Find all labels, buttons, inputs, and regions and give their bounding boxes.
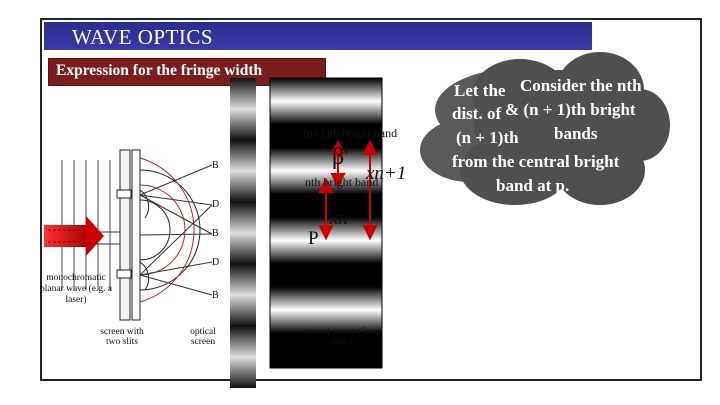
b-label-3: B xyxy=(212,290,219,301)
ray-lines xyxy=(139,164,213,296)
title-bar xyxy=(44,22,592,50)
callout-back-line-1: Let the xyxy=(454,81,506,100)
callout-line-2: & (n + 1)th bright xyxy=(505,100,636,119)
subtitle: Expression for the fringe width xyxy=(56,62,263,79)
x-n-label: xn xyxy=(330,208,348,229)
optical-screen-side xyxy=(230,78,256,388)
d-label-1: D xyxy=(212,199,220,210)
band-n1-label: (n+1)th bright band xyxy=(303,126,398,140)
screen-front-label: optical screen (front view) xyxy=(303,327,381,347)
wave-arcs xyxy=(139,157,201,303)
b-label-1: B xyxy=(212,160,219,171)
callout-back-line-3: (n + 1)th xyxy=(456,128,519,147)
slit-screen xyxy=(116,149,141,321)
beta-prime-label: β' xyxy=(332,144,349,170)
x-n-plus-1-arrow xyxy=(362,139,378,241)
page-title: WAVE OPTICS xyxy=(72,25,214,49)
d-label-2: D xyxy=(212,257,220,268)
callout-line-3: bands xyxy=(554,124,598,143)
x-n-plus-1-label: xn+1 xyxy=(366,163,407,184)
callout-line-1: Consider the nth xyxy=(520,76,642,95)
callout-back-line-2: dist. of xyxy=(452,104,502,123)
point-p-label: P xyxy=(308,228,319,249)
laser-arrow xyxy=(44,216,104,256)
b-label-2: B xyxy=(212,228,219,239)
optical-screen-label: optical screen xyxy=(190,327,216,347)
callout-cloud-front xyxy=(460,52,670,205)
band-n-label: nth bright band xyxy=(305,175,379,189)
source-label: monochromatic planar wave (e.g. a laser) xyxy=(39,273,112,305)
x-n-arrow xyxy=(318,177,334,241)
beta-arrow xyxy=(330,139,346,189)
callout-line-5: band at p. xyxy=(496,176,570,195)
slits-label: screen with two slits xyxy=(100,327,144,347)
callout-line-4: from the central bright xyxy=(452,152,620,171)
